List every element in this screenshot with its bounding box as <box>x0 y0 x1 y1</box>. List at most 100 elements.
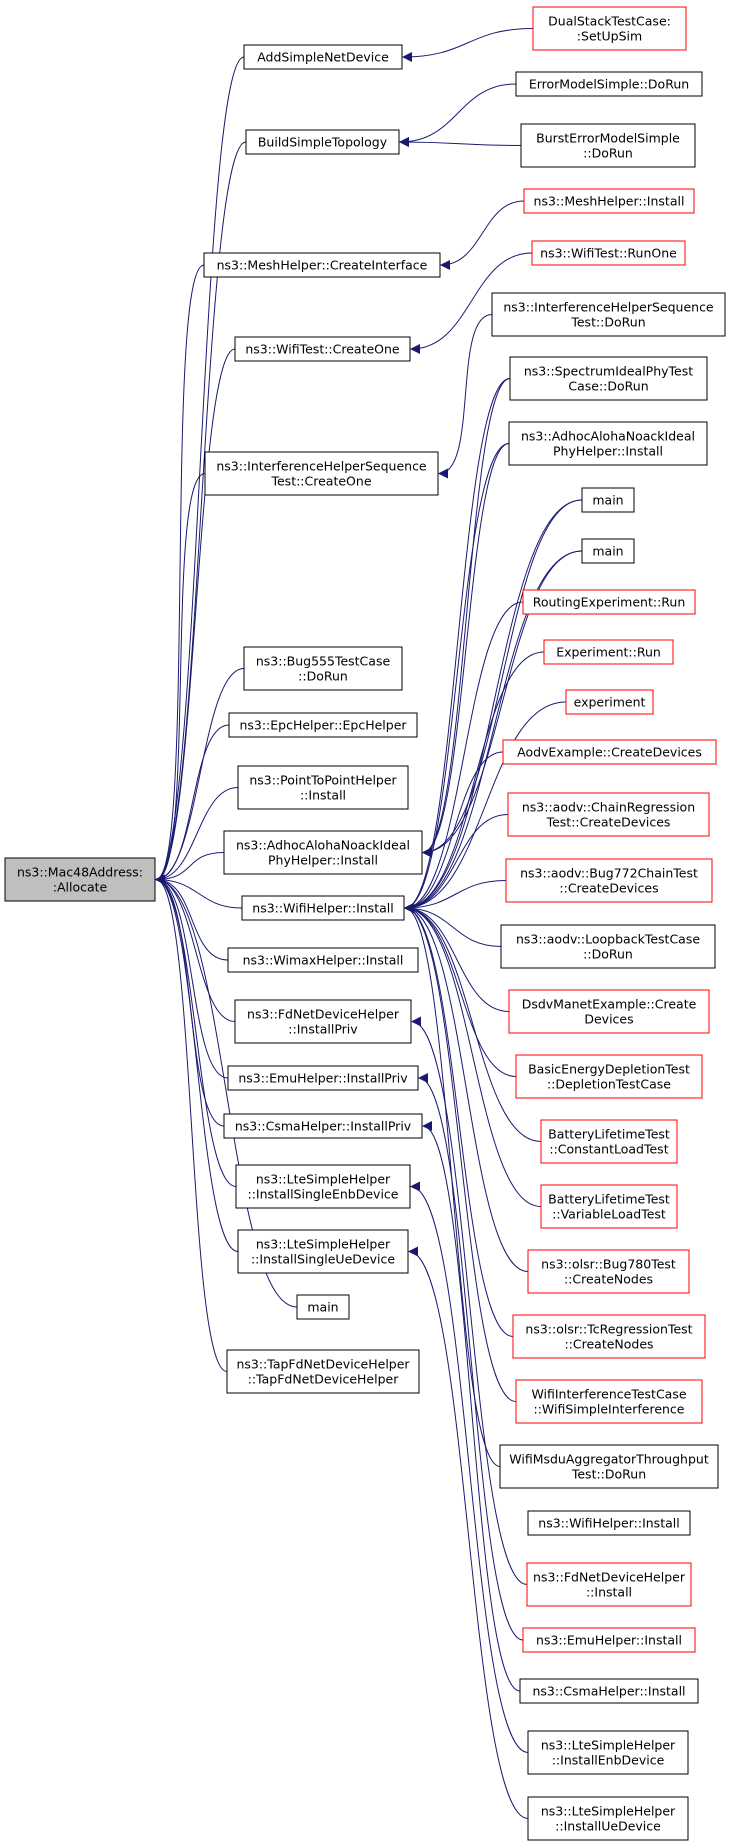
node-p2p[interactable]: ns3::PointToPointHelper::Install <box>237 765 409 810</box>
edge-aloha2-to-wifiinst <box>404 443 510 913</box>
nodes: ns3::Mac48Address::Allocate AddSimpleNetD… <box>4 6 726 1841</box>
node-aodvbug[interactable]: ns3::aodv::Bug772ChainTest::CreateDevice… <box>505 858 713 903</box>
node-emuinst[interactable]: ns3::EmuHelper::Install <box>522 1627 696 1653</box>
node-label: ns3::InterferenceHelperSequence <box>216 459 427 474</box>
node-meshinst[interactable]: ns3::MeshHelper::Install <box>523 188 695 214</box>
node-box <box>543 639 674 665</box>
node-label: ::CreateNodes <box>564 1337 653 1352</box>
node-box <box>515 1379 703 1424</box>
edge-experiment-to-wifiinst <box>404 701 567 913</box>
edge-routing-to-wifiinst <box>404 601 524 913</box>
node-box <box>243 44 403 70</box>
node-lteenbinst[interactable]: ns3::LteSimpleHelper::InstallEnbDevice <box>527 1730 689 1775</box>
node-box <box>502 739 717 765</box>
edge-addsimple-to-root <box>155 56 245 885</box>
node-aloha2[interactable]: ns3::AdhocAlohaNoackIdealPhyHelper::Inst… <box>508 421 708 466</box>
node-aodvchain[interactable]: ns3::aodv::ChainRegressionTest::CreateDe… <box>507 792 710 837</box>
node-label: experiment <box>574 695 646 710</box>
node-box <box>241 895 405 921</box>
node-tapfd[interactable]: ns3::TapFdNetDeviceHelper::TapFdNetDevic… <box>226 1349 420 1394</box>
node-box <box>508 421 708 466</box>
node-label: RoutingExperiment::Run <box>533 595 686 610</box>
edge-emupriv-to-root <box>155 874 229 1079</box>
node-routing[interactable]: RoutingExperiment::Run <box>522 589 696 615</box>
node-label: Devices <box>584 1012 633 1027</box>
node-label: ::Install <box>586 1585 632 1600</box>
node-mainL[interactable]: main <box>296 1294 350 1320</box>
node-box <box>527 1249 690 1294</box>
node-bursterr[interactable]: BurstErrorModelSimple::DoRun <box>520 123 696 168</box>
node-label: ns3::FdNetDeviceHelper <box>247 1007 400 1022</box>
node-aodvex[interactable]: AodvExample::CreateDevices <box>502 739 717 765</box>
node-box <box>527 1796 689 1841</box>
node-label: ns3::LteSimpleHelper <box>541 1738 676 1753</box>
node-box <box>515 1054 703 1099</box>
node-box <box>532 6 687 51</box>
node-epc[interactable]: ns3::EpcHelper::EpcHelper <box>228 712 418 738</box>
node-box <box>296 1294 350 1320</box>
node-csmapriv[interactable]: ns3::CsmaHelper::InstallPriv <box>223 1113 423 1139</box>
node-lteenb[interactable]: ns3::LteSimpleHelper::InstallSingleEnbDe… <box>235 1164 411 1209</box>
edge-aloha2-to-aloha <box>422 443 510 858</box>
node-label: Case::DoRun <box>568 379 648 394</box>
edge-aodvbug-to-wifiinst <box>404 880 507 913</box>
node-bug555[interactable]: ns3::Bug555TestCase::DoRun <box>243 646 403 691</box>
node-energy[interactable]: BasicEnergyDepletionTest::DepletionTestC… <box>515 1054 703 1099</box>
node-box <box>235 1164 411 1209</box>
node-lteueinst[interactable]: ns3::LteSimpleHelper::InstallUeDevice <box>527 1796 689 1841</box>
node-fdinst[interactable]: ns3::FdNetDeviceHelper::Install <box>526 1562 692 1607</box>
node-label: ::DoRun <box>583 146 633 161</box>
node-label: ::InstallSingleEnbDevice <box>248 1187 399 1202</box>
node-olsrbug[interactable]: ns3::olsr::Bug780Test::CreateNodes <box>527 1249 690 1294</box>
node-ihsco[interactable]: ns3::InterferenceHelperSequenceTest::Cre… <box>204 451 439 496</box>
node-wifico[interactable]: ns3::WifiTest::CreateOne <box>234 336 411 362</box>
node-wifiinterf[interactable]: WifiInterferenceTestCase::WifiSimpleInte… <box>515 1379 703 1424</box>
edge-tapfd-to-root <box>155 874 228 1372</box>
node-battconst[interactable]: BatteryLifetimeTest::ConstantLoadTest <box>540 1119 678 1164</box>
node-box <box>226 1349 420 1394</box>
node-wimax[interactable]: ns3::WimaxHelper::Install <box>227 947 419 973</box>
node-label: ::TapFdNetDeviceHelper <box>248 1372 400 1387</box>
edge-dualstack-to-addsimple <box>402 28 534 62</box>
node-label: ns3::PointToPointHelper <box>249 773 397 788</box>
node-label: ns3::AdhocAlohaNoackIdeal <box>236 838 410 853</box>
node-battvar[interactable]: BatteryLifetimeTest::VariableLoadTest <box>540 1184 678 1229</box>
node-main2[interactable]: main <box>581 538 635 564</box>
node-label: AodvExample::CreateDevices <box>517 745 702 760</box>
edge-lteenbinst-to-lteenb <box>410 1181 529 1753</box>
node-label: DualStackTestCase: <box>548 14 671 29</box>
node-wifiinst2[interactable]: ns3::WifiHelper::Install <box>527 1510 691 1536</box>
node-label: BuildSimpleTopology <box>258 135 388 150</box>
edge-fdpriv-to-root <box>155 874 236 1022</box>
node-errmodel[interactable]: ErrorModelSimple::DoRun <box>515 71 703 97</box>
node-ihsrun[interactable]: ns3::InterferenceHelperSequenceTest::DoR… <box>491 292 726 337</box>
node-wifirun[interactable]: ns3::WifiTest::RunOne <box>531 240 686 266</box>
root-node[interactable]: ns3::Mac48Address::Allocate <box>4 857 156 902</box>
node-box <box>203 252 441 278</box>
node-aloha[interactable]: ns3::AdhocAlohaNoackIdealPhyHelper::Inst… <box>223 830 423 875</box>
node-dualstack[interactable]: DualStackTestCase::SetUpSim <box>532 6 687 51</box>
node-meshci[interactable]: ns3::MeshHelper::CreateInterface <box>203 252 441 278</box>
node-fdpriv[interactable]: ns3::FdNetDeviceHelper::InstallPriv <box>234 999 412 1044</box>
node-exprun[interactable]: Experiment::Run <box>543 639 674 665</box>
node-main1[interactable]: main <box>581 487 635 513</box>
node-csmainst[interactable]: ns3::CsmaHelper::Install <box>519 1678 699 1704</box>
node-label: ns3::olsr::Bug780Test <box>541 1257 676 1272</box>
node-lteue[interactable]: ns3::LteSimpleHelper::InstallSingleUeDev… <box>237 1229 409 1274</box>
node-box <box>234 999 412 1044</box>
node-buildsimple[interactable]: BuildSimpleTopology <box>245 129 400 155</box>
node-dsdv[interactable]: DsdvManetExample::CreateDevices <box>508 989 710 1034</box>
node-experiment[interactable]: experiment <box>565 689 654 715</box>
node-addsimple[interactable]: AddSimpleNetDevice <box>243 44 403 70</box>
node-aodvloop[interactable]: ns3::aodv::LoopbackTestCase::DoRun <box>500 924 716 969</box>
node-box <box>243 646 403 691</box>
node-label: ::InstallEnbDevice <box>552 1753 665 1768</box>
node-olsrtc[interactable]: ns3::olsr::TcRegressionTest::CreateNodes <box>512 1314 706 1359</box>
node-label: ns3::MeshHelper::CreateInterface <box>217 258 428 273</box>
node-wifiinst[interactable]: ns3::WifiHelper::Install <box>241 895 405 921</box>
node-emupriv[interactable]: ns3::EmuHelper::InstallPriv <box>227 1065 419 1091</box>
edge-exprun-to-wifiinst <box>404 651 545 913</box>
